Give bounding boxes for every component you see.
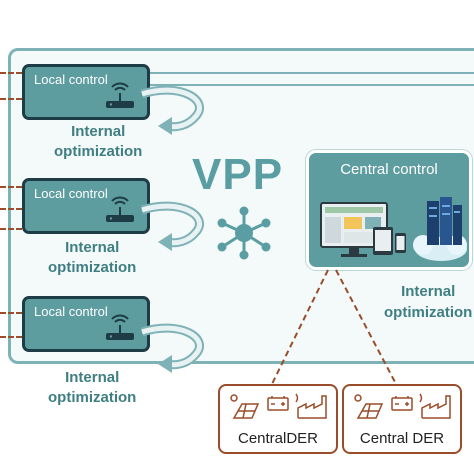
internal-optimization-label-2: Internal optimization xyxy=(48,238,136,278)
dashed-link xyxy=(0,98,22,100)
dashed-link xyxy=(0,72,22,74)
solar-panel-icon xyxy=(354,394,384,419)
caption-line: optimization xyxy=(48,259,137,276)
central-internal-optimization-label: Internal optimization xyxy=(384,281,472,323)
dashed-link xyxy=(0,186,22,188)
battery-icon xyxy=(391,396,413,411)
communication-bus xyxy=(150,72,474,86)
caption-line: optimization xyxy=(384,304,473,321)
local-control-label: Local control xyxy=(34,186,108,201)
der-label-2: Central DER xyxy=(359,430,445,447)
tablet-icon xyxy=(373,227,393,255)
caption-line: Internal xyxy=(401,283,456,300)
optimization-loop-arrow-icon xyxy=(140,201,204,251)
der-icons xyxy=(354,393,451,419)
central-devices-illustration xyxy=(320,197,467,261)
cloud-server-icon xyxy=(413,197,467,261)
der-label-1: CentralDER xyxy=(237,430,319,447)
caption-line: Internal xyxy=(65,239,120,256)
internal-optimization-label-1: Internal optimization xyxy=(54,122,142,162)
caption-line: optimization xyxy=(54,143,143,160)
router-icon xyxy=(106,82,134,108)
optimization-loop-arrow-icon xyxy=(140,85,204,135)
factory-icon xyxy=(419,393,451,419)
optimization-loop-arrow-icon xyxy=(140,323,204,373)
solar-panel-icon xyxy=(230,394,260,419)
caption-line: Internal xyxy=(65,369,120,386)
dashed-link xyxy=(0,312,22,314)
der-box-1: CentralDER xyxy=(218,384,338,454)
dashed-link xyxy=(0,208,22,210)
caption-line: Internal xyxy=(71,123,126,140)
dashed-link xyxy=(0,336,22,338)
central-control-box: Central control xyxy=(306,150,472,270)
phone-icon xyxy=(395,233,406,253)
internal-optimization-label-3: Internal optimization xyxy=(48,368,136,408)
computer-monitor-icon xyxy=(320,202,388,257)
vpp-title: VPP xyxy=(192,150,284,199)
dashed-link xyxy=(0,228,22,230)
caption-line: optimization xyxy=(48,389,137,406)
local-control-label: Local control xyxy=(34,72,108,87)
network-hub-icon xyxy=(217,206,271,260)
local-control-box-3: Local control xyxy=(22,296,150,352)
router-icon xyxy=(106,196,134,222)
der-icons xyxy=(230,393,327,419)
battery-icon xyxy=(267,396,289,411)
local-control-label: Local control xyxy=(34,304,108,319)
router-icon xyxy=(106,314,134,340)
local-control-box-1: Local control xyxy=(22,64,150,120)
central-control-label: Central control xyxy=(340,161,438,178)
factory-icon xyxy=(295,393,327,419)
local-control-box-2: Local control xyxy=(22,178,150,234)
der-box-2: Central DER xyxy=(342,384,462,454)
